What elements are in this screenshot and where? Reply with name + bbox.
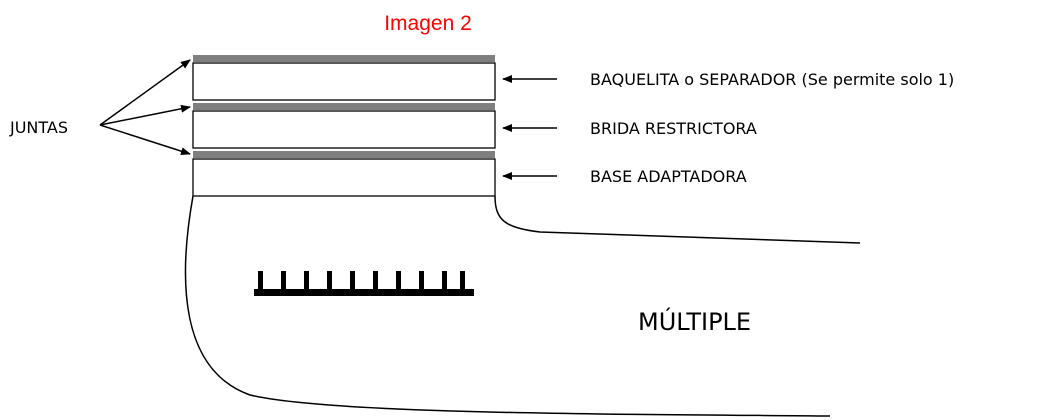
gasket-bottom — [193, 151, 495, 158]
multiple-label: MÚLTIPLE — [638, 306, 751, 336]
manifold-lower-outline — [184, 195, 831, 417]
brida-layer — [192, 110, 496, 149]
baquelita-layer — [192, 62, 496, 101]
brida-label: BRIDA RESTRICTORA — [590, 119, 757, 138]
baquelita-label: BAQUELITA o SEPARADOR (Se permite solo 1… — [590, 70, 954, 89]
juntas-arrow-bottom — [99, 124, 191, 156]
diagram-title: Imagen 2 — [384, 12, 472, 35]
base-layer — [192, 158, 496, 197]
manifold-upper-outline — [494, 195, 861, 244]
juntas-label: JUNTAS — [9, 118, 68, 137]
juntas-arrow-top — [99, 59, 191, 126]
gasket-top — [193, 55, 495, 62]
juntas-arrow-middle — [99, 104, 191, 126]
manifold-ports-icon — [254, 271, 474, 296]
gasket-middle — [193, 103, 495, 110]
base-label: BASE ADAPTADORA — [590, 167, 747, 186]
